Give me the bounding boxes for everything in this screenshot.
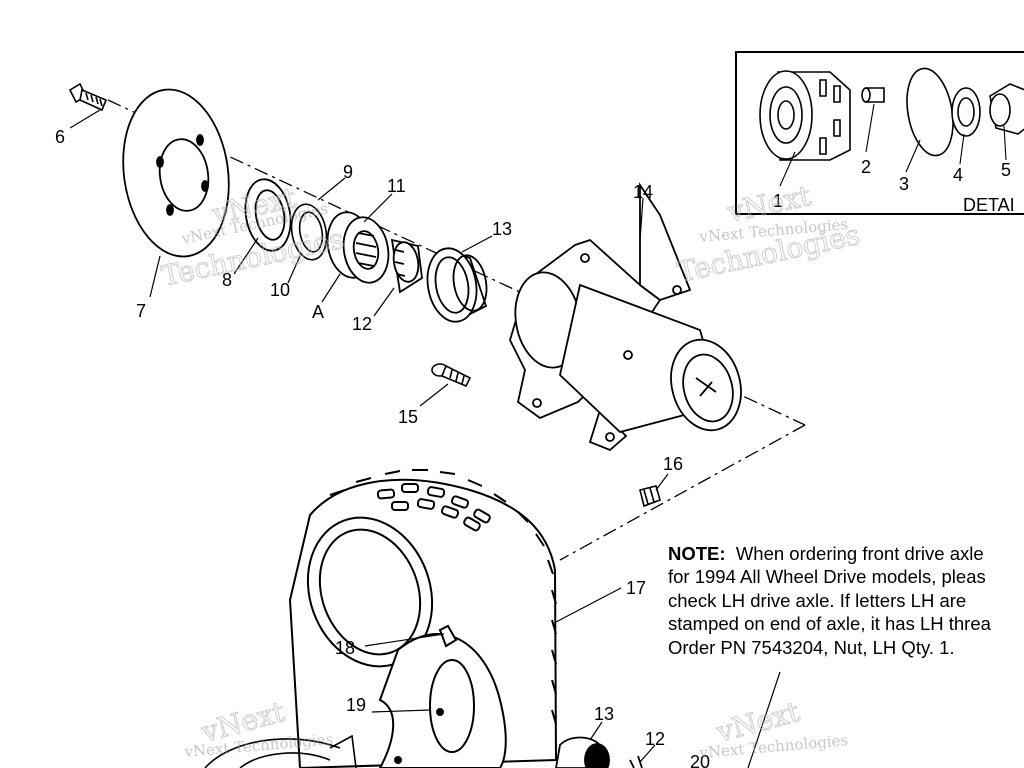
note-line-1-text: When ordering front drive axle	[735, 543, 984, 564]
lower-bearing-parts	[555, 736, 643, 768]
note-line-5: Order PN 7543204, Nut, LH Qty. 1.	[668, 636, 955, 658]
detail-callout-5: 5	[1001, 160, 1011, 180]
callout-14: 14	[633, 182, 653, 202]
brake-disc-part	[122, 88, 230, 258]
note-line-2: for 1994 All Wheel Drive models, pleas	[668, 566, 986, 588]
detail-inset: 1 2 3 4 5 DETAI	[735, 51, 1024, 215]
note-line-4: stamped on end of axle, it has LH threa	[668, 613, 991, 635]
lower-left-part-fragment	[204, 734, 357, 768]
callout-13-lower: 13	[594, 704, 614, 724]
wheel-hub-part	[509, 182, 742, 452]
callout-15: 15	[398, 407, 418, 427]
callout-6: 6	[55, 127, 65, 147]
stud-part	[431, 363, 472, 388]
callout-12-lower: 12	[645, 729, 665, 749]
callout-19: 19	[346, 695, 366, 715]
bearing-cone-part	[390, 238, 423, 294]
callout-20: 20	[690, 752, 710, 768]
note-heading: NOTE:	[668, 543, 726, 564]
callout-12: 12	[352, 314, 372, 334]
callout-labels: 6 7 8 9 10 A 11 12 13 14 15 16 17 18 19 …	[55, 127, 710, 768]
callout-7: 7	[136, 301, 146, 321]
seal-part	[244, 178, 292, 252]
detail-callout-3: 3	[899, 174, 909, 194]
detail-parts	[759, 67, 1024, 161]
detail-leaders	[779, 103, 1007, 187]
callout-9: 9	[343, 162, 353, 182]
ordering-note: NOTE: When ordering front drive axle for…	[668, 542, 1024, 662]
leader-lines	[69, 109, 781, 768]
note-line-1: NOTE: When ordering front drive axle	[668, 542, 1024, 565]
detail-callout-4: 4	[953, 165, 963, 185]
rim-part	[378, 624, 507, 768]
callout-11: 11	[387, 176, 406, 196]
detail-callout-2: 2	[861, 157, 871, 177]
callout-16: 16	[663, 454, 683, 474]
note-line-3: check LH drive axle. If letters LH are	[668, 589, 967, 611]
callout-13: 13	[492, 219, 512, 239]
clutch-assembly-part	[326, 211, 390, 284]
bearing-cup-part	[426, 247, 488, 323]
detail-label: DETAI	[963, 195, 1015, 215]
callout-10: 10	[270, 280, 290, 300]
callout-A: A	[312, 302, 324, 322]
ring-part	[290, 203, 328, 261]
callout-8: 8	[222, 270, 232, 290]
callout-17: 17	[626, 578, 646, 598]
bolt-part	[68, 82, 108, 112]
detail-callout-1: 1	[773, 191, 783, 211]
nut-part	[639, 485, 661, 508]
callout-18: 18	[335, 638, 355, 658]
